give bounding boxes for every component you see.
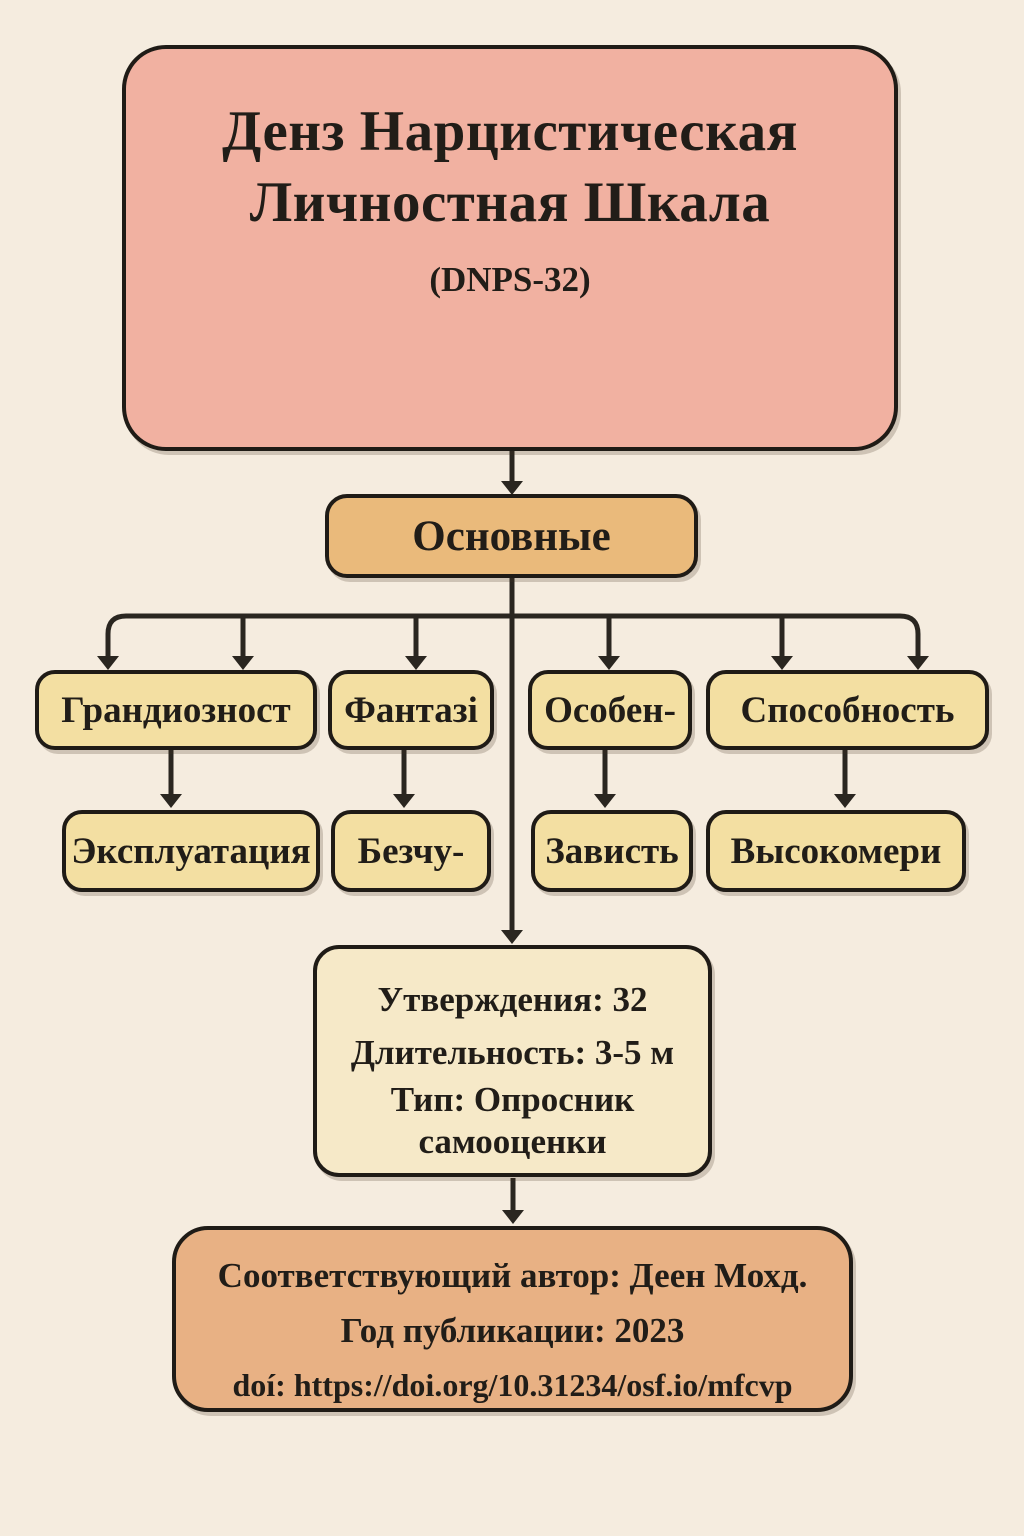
author-line: Соответствующий автор: Деен Мохд. [217,1256,808,1295]
facet-node-fantasy: Фантазі [328,670,494,750]
facet-node-grandiosity: Грандиозност [35,670,317,750]
title-line-1: Денз Нарцистическая [222,100,798,163]
child-node-envy: Зависть [531,810,693,892]
title-line-2: Личностная Шкала [249,170,771,234]
year-line: Год публикации: 2023 [340,1311,685,1350]
items-count-line: Утверждения: 32 [377,980,648,1019]
title-box: Денз Нарцистическая Личностная Шкала (DN… [122,45,898,451]
child-node-arrogance: Высокомери [706,810,966,892]
facet-node-specialness: Особен- [528,670,692,750]
details-box: Утверждения: 32 Длительность: 3-5 м Тип:… [313,945,712,1177]
child-node-exploitation: Эксплуатация [62,810,320,892]
child-node-callousness: Безчу- [331,810,491,892]
scale-code: (DNPS-32) [429,260,591,300]
type-line: Тип: Опросник [390,1080,635,1119]
credits-box: Соответствующий автор: Деен Мохд. Год пу… [172,1226,853,1412]
duration-line: Длительность: 3-5 м [350,1033,675,1072]
facet-node-ability: Способность [706,670,989,750]
type-line-continued: самооценки [418,1122,607,1161]
doi-line: doí: https://doi.org/10.31234/osf.io/mfc… [232,1367,793,1403]
root-node: Основные [325,494,698,578]
